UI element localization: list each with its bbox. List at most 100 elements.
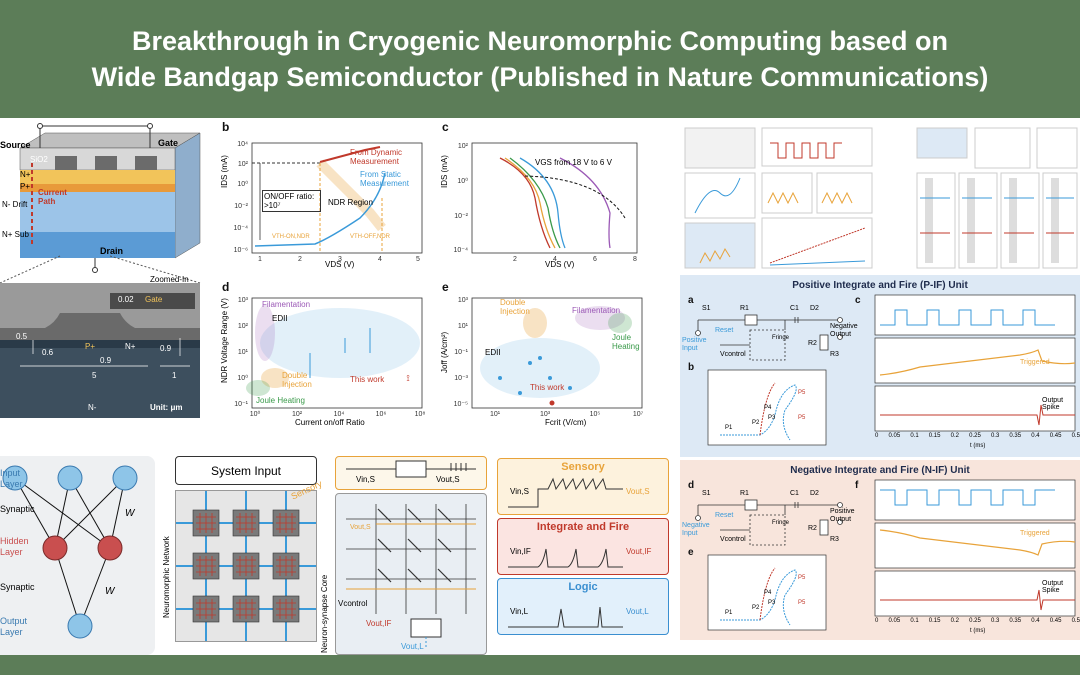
pif-r2: R2 [808, 340, 817, 347]
nif-r2: R2 [808, 525, 817, 532]
dim-6: 1 [172, 371, 177, 380]
pif-r1: R1 [740, 305, 749, 312]
pif-b: b [688, 362, 695, 373]
panel-c-svg: 10² 10⁰ 10⁻² 10⁻⁴ 2 4 6 8 [454, 142, 638, 263]
nplus-label: N+ [20, 170, 31, 179]
n-sub-label: N+ Sub [2, 230, 29, 239]
b-ytick-2: 10⁰ [237, 180, 248, 188]
nif-xtick: 0.05 [888, 618, 901, 624]
vout-l-label: Vout,L [401, 642, 424, 651]
unit-label: Unit: μm [150, 403, 183, 412]
nif-p5b: P5 [798, 600, 806, 606]
panel-c: c 10² 10⁰ 10⁻² 10⁻⁴ 2 4 6 8 IDS (mA) VDS… [440, 118, 655, 269]
pif-xtick: 0.3 [990, 433, 1000, 439]
b-ytick-0: 10⁴ [237, 141, 248, 148]
pif-s1: S1 [702, 305, 711, 312]
b-ndr-label: NDR Region [328, 198, 373, 207]
dim-5: 5 [92, 371, 97, 380]
drain-label: Drain [100, 246, 124, 256]
c-xtick-0: 2 [513, 256, 517, 263]
pif-a: a [688, 295, 694, 306]
c-ytick-2: 10⁻² [454, 213, 468, 220]
d-ylabel: NDR Voltage Range (V) [220, 298, 229, 383]
sensory-circuit-svg [346, 460, 476, 478]
b-ytick-4: 10⁻⁴ [234, 225, 249, 232]
core-label: Neuron-synapse Core [320, 574, 329, 653]
pif-c: c [855, 295, 861, 306]
title-line-2: Wide Bandgap Semiconductor (Published in… [91, 62, 989, 92]
b-vth-off-label: VTH-OFF,NDR [350, 234, 390, 240]
c-xtick-3: 8 [633, 256, 637, 263]
panel-c-label: c [442, 120, 449, 134]
d-xtick-0: 10⁰ [250, 410, 261, 418]
panel-e: e 10³ 10¹ 10⁻¹ 10⁻³ 10⁻⁵ 10¹ 10³ 10⁵ 10⁷ [440, 278, 655, 428]
pif-reset: Reset [715, 327, 734, 334]
nif-xlabel: t (ms) [970, 628, 986, 634]
page-title: Breakthrough in Cryogenic Neuromorphic C… [0, 0, 1080, 118]
c-ylabel: IDS (mA) [440, 155, 449, 188]
crossbar-svg [176, 491, 316, 641]
crossbar-array [175, 490, 317, 642]
b-xtick-4: 5 [416, 256, 420, 263]
dim-0: 0.02 [118, 295, 134, 304]
e-ytick-3: 10⁻³ [454, 375, 468, 382]
e-xlabel: Fcrit (V/cm) [545, 418, 587, 427]
pif-xtick: 0.45 [1049, 433, 1062, 439]
output-box-vout: Vout,S [626, 487, 650, 496]
e-ytick-0: 10³ [458, 297, 469, 304]
b-xtick-2: 3 [338, 256, 342, 263]
nplus-sem-label: N+ [125, 342, 136, 351]
nif-d: d [688, 480, 695, 491]
thumbnail-2-svg [916, 127, 1078, 269]
nif-reset: Reset [715, 512, 734, 519]
pif-spike: Output Spike [1042, 397, 1064, 411]
output-box-vout: Vout,L [626, 607, 649, 616]
pif-vcontrol: Vcontrol [720, 351, 746, 358]
nif-s1: S1 [702, 490, 711, 497]
b-ytick-3: 10⁻² [234, 203, 248, 210]
e-double-injection: Double Injection [500, 298, 530, 316]
output-box-waveform [508, 548, 623, 568]
pif-output: Negative Output [830, 323, 858, 338]
thumbnail-panel-1 [680, 123, 880, 273]
output-box-title: Logic [568, 581, 598, 593]
e-xtick-2: 10⁵ [590, 411, 601, 418]
synaptic-label-1: Synaptic [0, 504, 35, 514]
pif-p4: P4 [764, 405, 772, 411]
output-box-vin: Vin,L [510, 607, 529, 616]
nif-xtick: 0.25 [969, 618, 981, 624]
network-svg [2, 465, 138, 639]
n-drift-label: N- Drift [2, 200, 28, 209]
pif-xtick: 0.25 [969, 433, 981, 439]
vcontrol-label: Vcontrol [338, 599, 368, 608]
pif-xtick: 0 [875, 433, 879, 439]
nif-xtick: 0.4 [1031, 618, 1040, 624]
sio2-label: SiO2 [30, 155, 48, 164]
output-box-title: Sensory [561, 461, 605, 473]
pif-fringe: Fringe [772, 335, 790, 341]
d-ytick-3: 10⁰ [237, 374, 248, 382]
pif-banner: Positive Integrate and Fire (P-IF) Unit [792, 280, 968, 291]
e-joule: Joule Heating [612, 333, 640, 351]
d-filamentation: Filamentation [262, 300, 311, 309]
vout-s-in-label: Vout,S [350, 524, 371, 531]
nif-r1: R1 [740, 490, 749, 497]
pif-triggered: Triggered [1020, 359, 1050, 366]
source-label: Source [0, 140, 31, 150]
d-this-work: This work [350, 375, 385, 384]
gate-label: Gate [158, 138, 179, 148]
nif-svg [695, 479, 1076, 631]
nif-p4: P4 [764, 590, 772, 596]
c-ytick-1: 10⁰ [457, 177, 468, 185]
b-ytick-1: 10² [238, 161, 249, 168]
d-ytick-1: 10² [238, 323, 249, 330]
system-input-box: System Input [175, 456, 317, 485]
nif-vcontrol: Vcontrol [720, 536, 746, 543]
nif-d2: D2 [810, 490, 819, 497]
input-layer-label: Input Layer [0, 468, 23, 489]
e-ytick-2: 10⁻¹ [454, 349, 468, 356]
neuron-synapse-core: Vout,S Vcontrol Vout,IF Vout,L [335, 493, 487, 655]
